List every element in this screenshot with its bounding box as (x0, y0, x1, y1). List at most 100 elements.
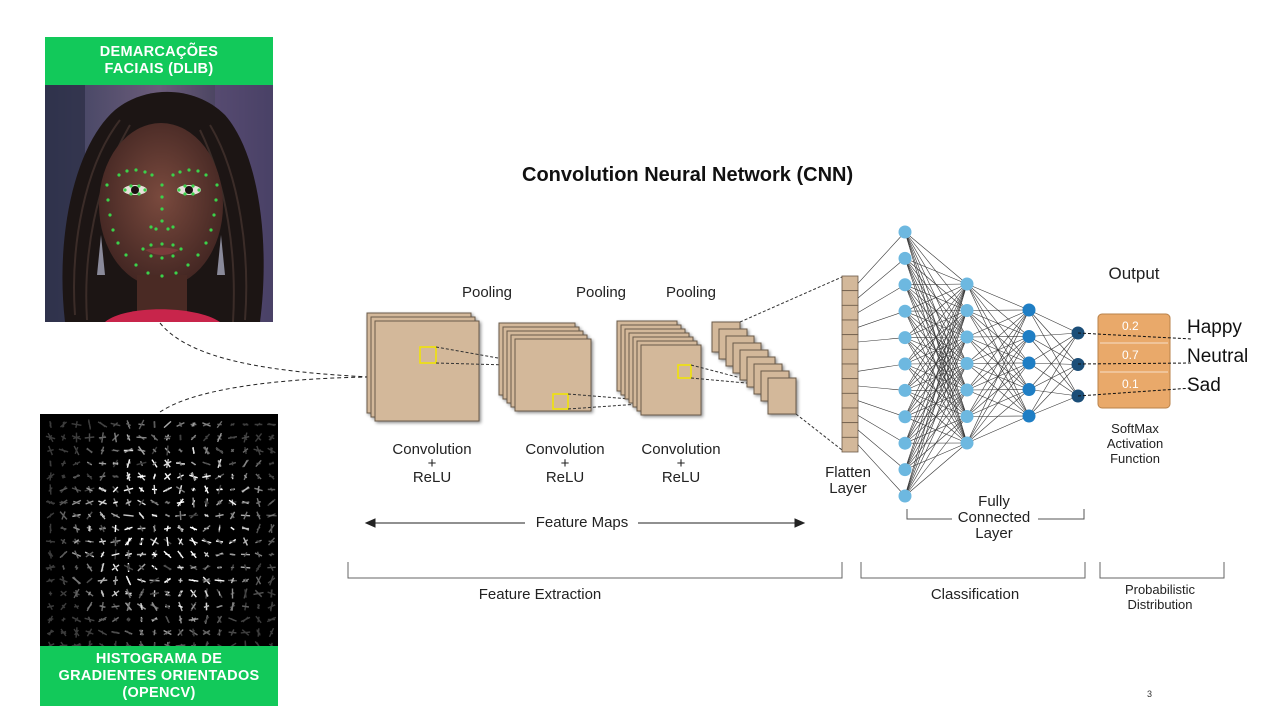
hog-gradient-stroke (126, 551, 131, 558)
hog-gradient-stroke (127, 564, 130, 571)
hog-gradient-stroke (230, 474, 235, 479)
hog-gradient-stroke (99, 642, 105, 646)
hog-gradient-stroke (229, 540, 236, 543)
hog-gradient-stroke (71, 423, 82, 426)
hog-gradient-stroke (99, 513, 106, 518)
hog-gradient-stroke (62, 604, 65, 609)
network-edge (966, 415, 1030, 444)
flatten-cell (841, 392, 859, 409)
network-node-hidden-2 (1022, 303, 1036, 317)
network-edge (1028, 309, 1079, 365)
hog-gradient-stroke (230, 488, 235, 491)
hog-gradient-stroke (202, 475, 211, 478)
network-edge (904, 283, 968, 365)
hog-gradient-stroke (163, 473, 172, 480)
hog-gradient-stroke (243, 565, 248, 570)
hog-gradient-stroke (229, 511, 236, 520)
hog-gradient-stroke (113, 432, 118, 443)
hog-gradient-stroke (153, 629, 156, 636)
conv-text: Convolution (392, 441, 472, 458)
hog-gradient-stroke (205, 641, 209, 646)
hog-gradient-stroke (124, 526, 133, 531)
network-node-input (898, 225, 912, 239)
hog-gradient-stroke (153, 473, 156, 480)
output-title: Output (1108, 264, 1160, 283)
hog-gradient-stroke (242, 423, 249, 426)
hog-gradient-stroke (72, 461, 81, 466)
network-edge (1028, 389, 1079, 397)
hog-gradient-stroke (139, 539, 144, 544)
network-edge (904, 283, 968, 391)
hog-gradient-stroke (153, 421, 156, 428)
hog-gradient-stroke (254, 641, 260, 646)
flatten-cell (841, 275, 859, 292)
hog-gradient-stroke (165, 500, 170, 505)
hog-gradient-stroke (112, 449, 119, 452)
hog-gradient-stroke (243, 474, 248, 479)
hog-gradient-stroke (47, 449, 54, 452)
kernel-highlight-3 (677, 364, 692, 379)
hog-gradient-stroke (190, 461, 197, 466)
hog-gradient-stroke (166, 445, 169, 456)
hog-gradient-stroke (113, 590, 118, 597)
feature-map-stack-4 (711, 321, 797, 415)
probabilistic-label: Probabilistic Distribution (1125, 582, 1195, 612)
hog-gradient-stroke (177, 498, 184, 507)
hog-gradient-stroke (203, 605, 210, 608)
hog-gradient-stroke (256, 551, 261, 558)
hog-gradient-stroke (126, 422, 131, 427)
hog-gradient-stroke (45, 435, 56, 440)
network-node-hidden-2 (1022, 409, 1036, 423)
network-edge (966, 309, 1030, 338)
hog-gradient-stroke (126, 588, 131, 599)
network-edge (1028, 309, 1079, 397)
network-node-hidden-2 (1022, 330, 1036, 343)
hog-gradient-stroke (149, 577, 160, 584)
flatten-label: Flatten Layer (825, 465, 871, 497)
network-edge (904, 416, 968, 497)
feature-map-stack-3 (616, 320, 702, 416)
hog-gradient-stroke (86, 447, 93, 454)
bracket-probabilistic (1099, 562, 1225, 579)
network-edge (966, 362, 1030, 444)
hog-gradient-stroke (241, 435, 250, 440)
feature-maps-arrow (364, 518, 806, 528)
output-label-happy: Happy (1187, 317, 1242, 338)
hog-gradient-stroke (241, 605, 250, 608)
network-edge (966, 309, 1030, 391)
network-edge (904, 283, 968, 444)
hog-gradient-stroke (47, 643, 55, 646)
network-node-input (898, 410, 912, 424)
hog-gradient-stroke (136, 436, 147, 439)
hog-gradient-stroke (244, 589, 247, 598)
hog-gradient-stroke (217, 565, 222, 570)
network-edge (904, 389, 968, 497)
hog-gradient-stroke (87, 540, 92, 543)
hog-gradient-stroke (152, 448, 157, 453)
hog-gradient-stroke (192, 628, 195, 637)
hog-gradient-stroke (178, 643, 183, 646)
hog-gradient-stroke (216, 538, 223, 545)
network-edge (857, 415, 906, 444)
hog-gradient-stroke (204, 447, 209, 454)
hog-gradient-stroke (178, 604, 183, 609)
hog-gradient-stroke (152, 551, 157, 558)
network-edge (904, 258, 968, 285)
hog-gradient-stroke (110, 422, 121, 427)
hog-gradient-stroke (150, 434, 159, 441)
hog-gradient-stroke (178, 617, 183, 622)
hog-gradient-stroke (178, 422, 183, 427)
hog-gradient-stroke (61, 526, 66, 531)
hog-gradient-stroke (204, 514, 209, 517)
hog-gradient-stroke (256, 445, 261, 456)
hog-gradient-stroke (217, 460, 222, 467)
hog-gradient-stroke (101, 487, 104, 492)
network-edge (904, 442, 968, 497)
hog-gradient-stroke (73, 539, 80, 544)
hog-gradient-stroke (178, 538, 183, 545)
hog-gradient-stroke (267, 604, 276, 609)
hog-gradient-stroke (74, 603, 79, 610)
hog-gradient-stroke (256, 434, 261, 441)
hog-gradient-stroke (49, 420, 52, 429)
hog-gradient-stroke (230, 436, 235, 439)
